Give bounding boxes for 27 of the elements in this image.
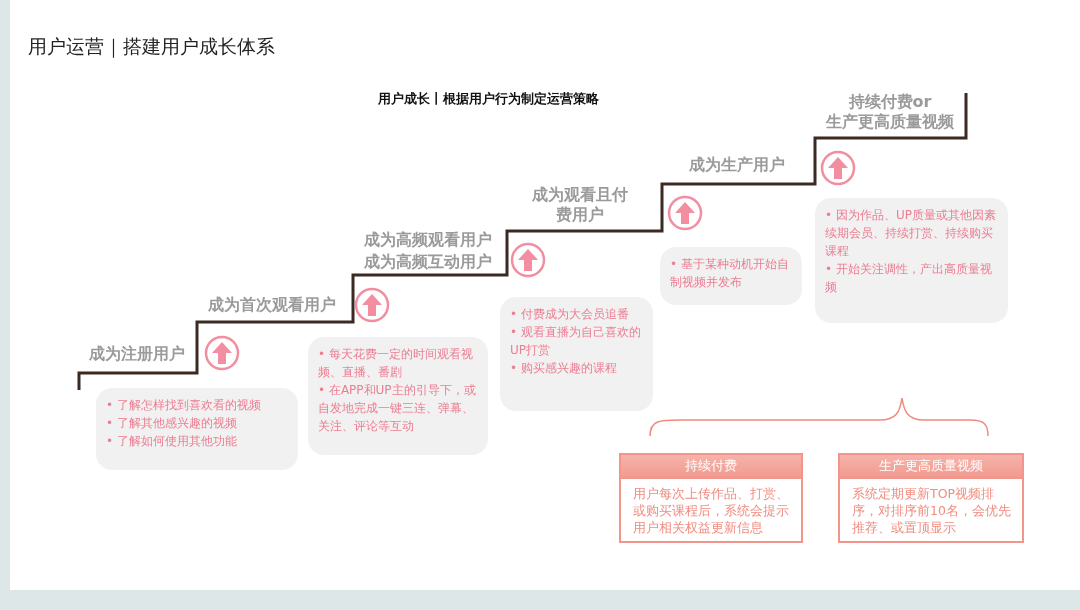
info-card (619, 453, 803, 543)
bullet-text: • 每天花费一定的时间观看视频、直播、番剧 (318, 346, 474, 381)
card-text: 用户每次上传作品、打赏、或购买课程后，系统会提示用户相关权益更新信息 (632, 485, 790, 536)
step-label: 成为观看且付费用户 (531, 185, 629, 225)
step-label: 成为注册用户 (87, 344, 186, 364)
step-label: 成为高频观看用户 (363, 230, 493, 250)
bullet-text: • 在APP和UP主的引导下，或自发地完成一键三连、弹幕、关注、评论等互动 (318, 382, 477, 435)
bullet-text: • 观看直播为自己喜欢的UP打赏 (510, 324, 642, 359)
bullet-text: • 了解其他感兴趣的视频 (106, 415, 238, 432)
subtitle: 用户成长丨根据用户行为制定运营策略 (378, 90, 600, 108)
step-label: 成为生产用户 (688, 155, 786, 175)
bullet-text: • 因为作品、UP质量或其他因素续期会员、持续打赏、持续购买课程 (825, 207, 997, 260)
step-label: 生产更高质量视频 (824, 112, 955, 132)
card-text: 系统定期更新TOP视频排序，对排序前10名，会优先推荐、或置顶显示 (851, 485, 1012, 536)
bullet-text: • 了解怎样找到喜欢看的视频 (106, 397, 262, 414)
bullet-text: • 开始关注调性，产出高质量视频 (825, 261, 993, 296)
bullet-text: • 了解如何使用其他功能 (106, 433, 238, 450)
bullet-text: • 付费成为大会员追番 (510, 306, 630, 323)
step-label: 成为高频互动用户 (363, 252, 493, 272)
bullet-text: • 基于某种动机开始自制视频并发布 (670, 256, 790, 291)
step-label: 持续付费or (847, 92, 933, 112)
card-header: 生产更高质量视频 (840, 455, 1022, 479)
info-card (838, 453, 1024, 543)
card-header: 持续付费 (621, 455, 801, 479)
page-title: 用户运营｜搭建用户成长体系 (28, 34, 275, 60)
step-label: 成为首次观看用户 (207, 295, 337, 315)
bullet-text: • 购买感兴趣的课程 (510, 360, 618, 377)
